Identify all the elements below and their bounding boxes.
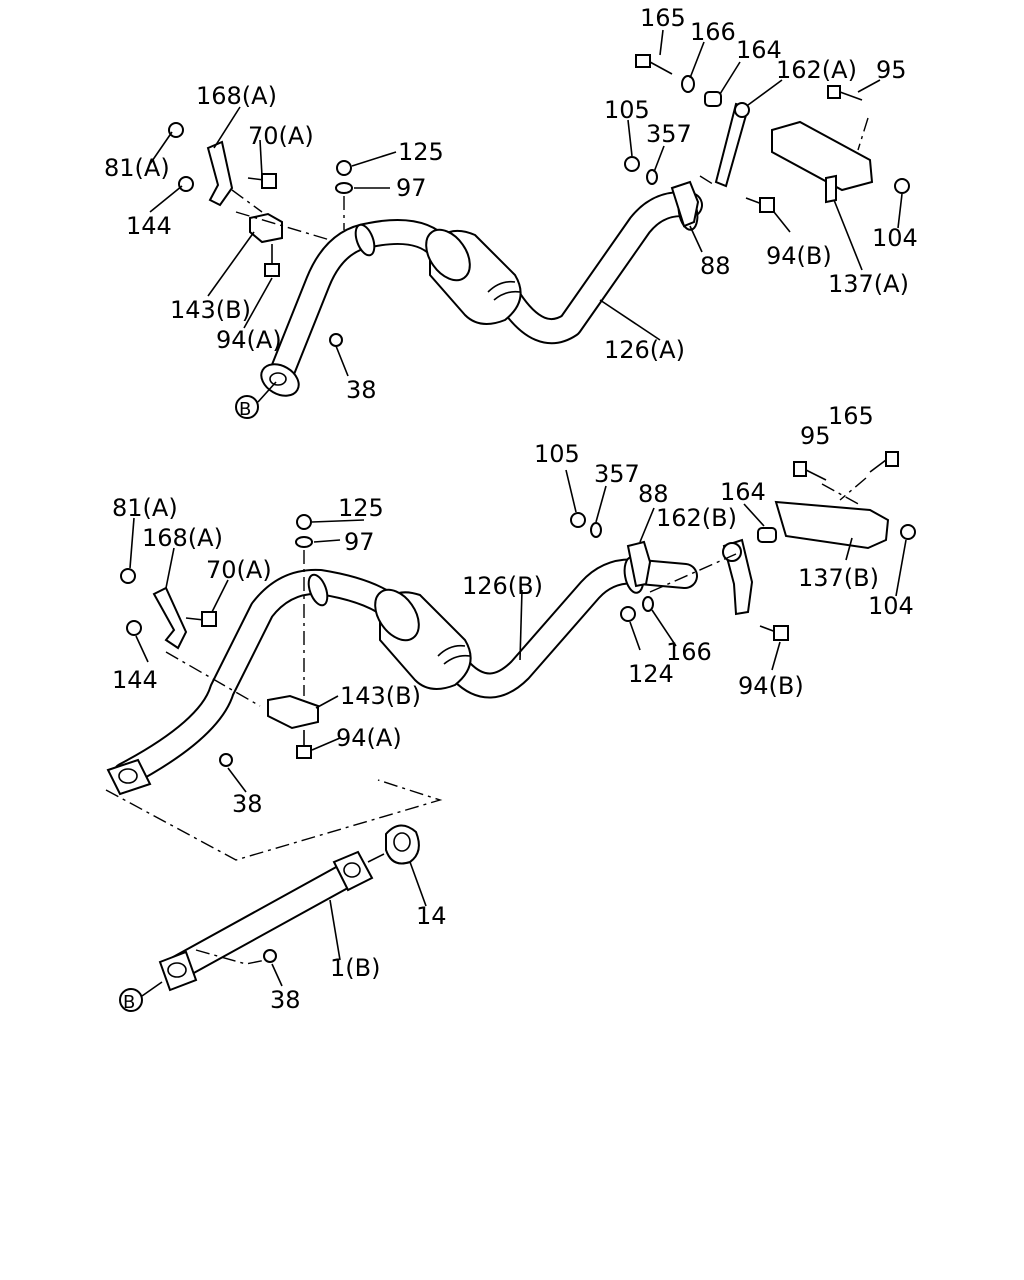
fastener-95-bolt <box>827 85 863 101</box>
label-94b: 94(B) <box>766 242 832 270</box>
washer-97-lower <box>295 536 313 548</box>
front-pipe-assembly: 14 1(B) 38 B <box>119 824 447 1014</box>
nut-81a-lower <box>120 568 136 584</box>
label-162b: 162(B) <box>656 504 737 532</box>
bushing-164 <box>704 91 722 107</box>
nut-38-lower <box>219 753 233 767</box>
label-97: 97 <box>396 174 427 202</box>
label-97-lower: 97 <box>344 528 375 556</box>
nut-125 <box>336 160 352 176</box>
washer-166 <box>681 75 695 93</box>
label-165: 165 <box>640 4 686 32</box>
nut-104-lower <box>900 524 916 540</box>
label-168a: 168(A) <box>196 82 277 110</box>
bolt-94b <box>745 197 775 213</box>
label-81a: 81(A) <box>104 154 170 182</box>
label-164-lower: 164 <box>720 478 766 506</box>
bolt-165-lower <box>869 451 899 473</box>
bracket-168a-lower <box>152 586 188 650</box>
label-104-lower: 104 <box>868 592 914 620</box>
label-94b-lower: 94(B) <box>738 672 804 700</box>
hanger-bracket-137a <box>771 120 874 192</box>
label-105-lower: 105 <box>534 440 580 468</box>
clamp-88-lower <box>626 540 652 588</box>
nut-144-lower <box>126 620 142 636</box>
catalytic-converter <box>425 228 522 325</box>
label-165-lower: 165 <box>828 402 874 430</box>
label-95-lower: 95 <box>800 422 831 450</box>
nut-104 <box>894 178 910 194</box>
reference-b-letter-front: B <box>123 992 135 1013</box>
bolt-95-lower <box>793 461 827 481</box>
nut-124 <box>620 606 636 622</box>
washer-357-lower <box>590 522 602 538</box>
label-81a-lower: 81(A) <box>112 494 178 522</box>
rubber-mount-143b <box>249 212 283 244</box>
label-137a: 137(A) <box>828 270 909 298</box>
reference-b-letter: B <box>239 399 251 420</box>
label-70a-lower: 70(A) <box>206 556 272 584</box>
bushing-164-lower <box>757 527 777 543</box>
nut-144 <box>178 176 194 192</box>
label-126b: 126(B) <box>462 572 543 600</box>
label-1b: 1(B) <box>330 954 380 982</box>
reference-marker-b-front <box>119 988 143 1012</box>
clamp-88 <box>670 180 700 228</box>
bracket-168a <box>206 140 234 207</box>
nut-81a <box>168 122 184 138</box>
fastener-165-bolt <box>635 54 673 75</box>
catalytic-converter-lower <box>374 588 472 690</box>
rubber-mount-143b-lower <box>267 694 319 730</box>
label-88-lower: 88 <box>638 480 669 508</box>
label-168a-lower: 168(A) <box>142 524 223 552</box>
label-38: 38 <box>346 376 377 404</box>
label-166-lower: 166 <box>666 638 712 666</box>
nut-38-front <box>263 949 277 963</box>
label-164: 164 <box>736 36 782 64</box>
label-88: 88 <box>700 252 731 280</box>
nut-105-lower <box>570 512 586 528</box>
upper-assembly: 165 166 164 162(A) 95 168(A) 70(A) 81(A)… <box>104 4 918 420</box>
label-105: 105 <box>604 96 650 124</box>
label-14: 14 <box>416 902 447 930</box>
washer-97 <box>335 182 353 194</box>
bolt-94a <box>264 244 280 277</box>
bolt-70a-lower <box>185 611 217 627</box>
label-125: 125 <box>398 138 444 166</box>
nut-125-lower <box>296 514 312 530</box>
gasket-14 <box>385 824 420 865</box>
bolt-70a <box>247 173 277 189</box>
bolt-94b-lower <box>759 625 789 641</box>
nut-38 <box>329 333 343 347</box>
bolt-94a-lower <box>296 730 312 759</box>
label-143b: 143(B) <box>170 296 251 324</box>
washer-166-lower <box>642 596 654 612</box>
reference-marker-b <box>235 395 259 419</box>
label-124: 124 <box>628 660 674 688</box>
label-38-front: 38 <box>270 986 301 1014</box>
label-357: 357 <box>646 120 692 148</box>
hanger-bracket-137b <box>774 500 890 550</box>
label-143b-lower: 143(B) <box>340 682 421 710</box>
label-95: 95 <box>876 56 907 84</box>
label-357-lower: 357 <box>594 460 640 488</box>
label-125-lower: 125 <box>338 494 384 522</box>
label-94a: 94(A) <box>216 326 282 354</box>
label-126a: 126(A) <box>604 336 685 364</box>
washer-357 <box>646 169 658 185</box>
label-144: 144 <box>126 212 172 240</box>
nut-105 <box>624 156 640 172</box>
label-94a-lower: 94(A) <box>336 724 402 752</box>
label-166: 166 <box>690 18 736 46</box>
lower-assembly: 105 165 95 357 88 164 81(A) 125 162(B) 1… <box>105 402 916 861</box>
label-104: 104 <box>872 224 918 252</box>
label-162a: 162(A) <box>776 56 857 84</box>
label-38-lower: 38 <box>232 790 263 818</box>
label-137b: 137(B) <box>798 564 879 592</box>
label-70a: 70(A) <box>248 122 314 150</box>
label-144-lower: 144 <box>112 666 158 694</box>
